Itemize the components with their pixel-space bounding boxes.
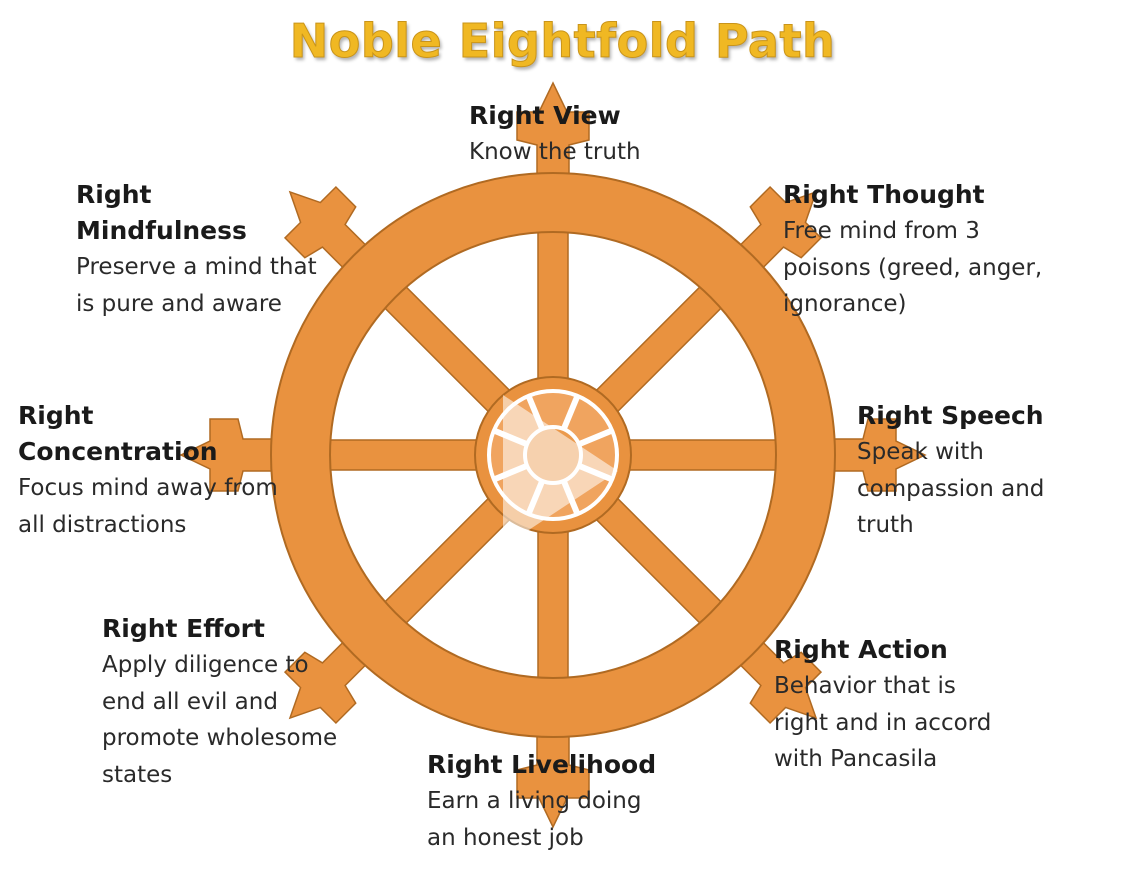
step-right-effort: Right Effort Apply diligence to end all … [102, 611, 337, 793]
step-name: Right View [469, 101, 621, 130]
step-name: Right Action [774, 635, 948, 664]
wheel-knob [731, 185, 823, 277]
step-description: Behavior that is right and in accord wit… [774, 673, 992, 772]
step-description: Apply diligence to end all evil and prom… [102, 652, 338, 788]
step-name: Right Livelihood [427, 750, 657, 779]
step-description: Free mind from 3 poisons (greed, anger, … [783, 218, 1043, 317]
wheel-knob [822, 418, 927, 492]
step-description: Speak with compassion and truth [857, 439, 1045, 538]
step-name: Right Speech [857, 401, 1044, 430]
step-name: Right Concentration [18, 401, 218, 466]
diagram-title: Noble Eightfold Path [289, 14, 836, 69]
step-right-livelihood: Right Livelihood Earn a living doing an … [427, 747, 656, 856]
wheel-knob [283, 185, 375, 277]
step-description: Know the truth [469, 139, 641, 165]
step-right-speech: Right Speech Speak with compassion and t… [857, 398, 1044, 544]
step-right-concentration: Right Concentration Focus mind away from… [18, 398, 278, 543]
wheel-knob [283, 633, 375, 725]
hub-spoke [560, 394, 581, 431]
step-name: Right Effort [102, 614, 265, 643]
hub-spoke [577, 427, 614, 448]
wheel-knob [179, 418, 284, 492]
step-description: Preserve a mind that is pure and aware [76, 254, 317, 317]
step-name: Right Thought [783, 180, 985, 209]
wheel-knobs [179, 81, 927, 829]
step-name: Right Mindfulness [76, 180, 247, 245]
wheel-knob [516, 724, 590, 829]
wheel-rim [269, 172, 837, 738]
play-icon [503, 395, 618, 547]
step-right-thought: Right Thought Free mind from 3 poisons (… [783, 177, 1042, 323]
step-description: Focus mind away from all distractions [18, 475, 278, 538]
wheel-knob [516, 81, 590, 186]
wheel-knob [731, 633, 823, 725]
step-description: Earn a living doing an honest job [427, 788, 642, 851]
step-right-view: Right View Know the truth [469, 98, 641, 171]
step-right-action: Right Action Behavior that is right and … [774, 632, 991, 778]
step-right-mindfulness: Right Mindfulness Preserve a mind that i… [76, 177, 317, 322]
